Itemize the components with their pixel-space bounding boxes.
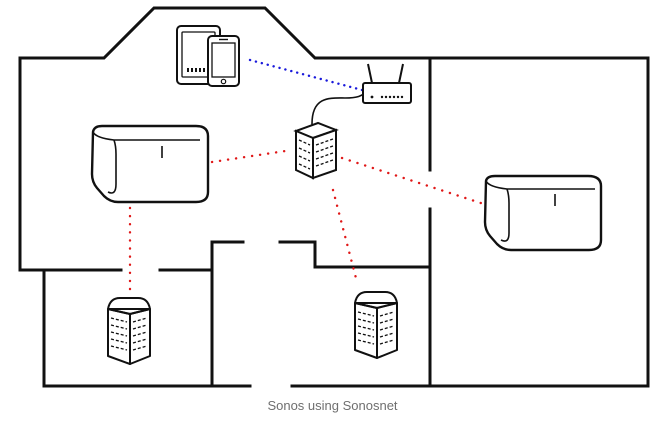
wall-middle-room-top-b [278,240,432,269]
sonos-play5-speaker-icon [483,174,603,252]
cable-boost-router [311,91,367,125]
wifi-link-phone-router [248,58,364,92]
outer-wall-left [18,56,46,272]
sonosnet-link-boost-right-speaker [340,156,486,206]
floor-plan-walls [18,6,650,388]
outer-wall-top [18,6,650,60]
sonosnet-link-boost-center-play1 [331,188,359,284]
sonos-play1-speaker-icon [107,297,151,365]
sonos-play1-speaker-icon [354,291,398,359]
sonos-play5-speaker-icon [90,124,210,204]
sonosnet-link-boost-left-speaker [210,148,294,164]
diagram-caption: Sonos using Sonosnet [267,398,398,413]
phone-icon [207,35,240,87]
sonos-boost-icon [293,121,339,180]
router-icon [362,63,412,104]
